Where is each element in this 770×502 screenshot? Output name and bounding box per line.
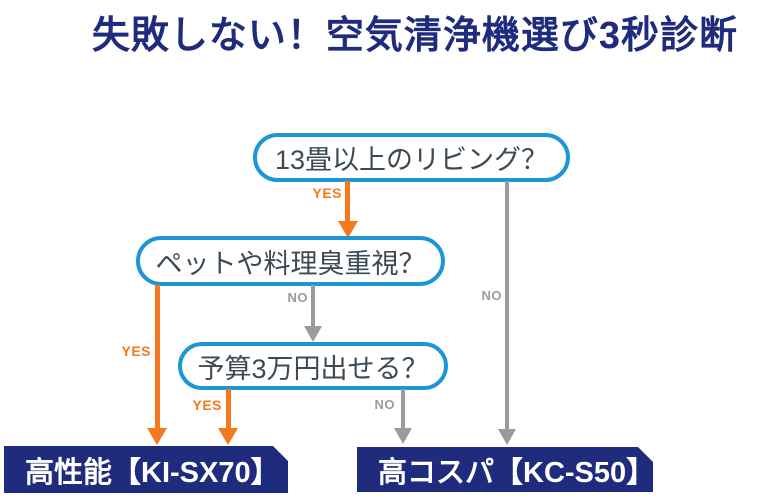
arrow-line (311, 285, 315, 327)
edge-label-no: NO (374, 397, 395, 412)
result-box-high-performance: 高性能【KI-SX70】 (4, 446, 288, 493)
page-title: 失敗しない！空気清浄機選び3秒診断 (91, 15, 739, 57)
decision-node-label: 13畳以上のリビング？ (274, 145, 549, 175)
arrow-down-icon (394, 428, 412, 444)
decision-node-living-room-size: 13畳以上のリビング？ (253, 133, 570, 182)
edge-label-no: NO (481, 288, 502, 303)
arrow-down-icon (338, 221, 358, 238)
arrow-down-icon (498, 429, 516, 445)
arrow-line (505, 181, 509, 430)
arrow-line (155, 285, 160, 429)
decision-node-pet-cooking-odor: ペットや料理臭重視？ (136, 236, 445, 286)
edge-label-no: NO (287, 290, 308, 305)
arrow-line (226, 389, 231, 429)
arrow-down-icon (218, 428, 238, 445)
result-label: 高コスパ【KC-S50】 (378, 456, 656, 489)
result-label: 高性能【KI-SX70】 (25, 456, 280, 489)
arrow-line (345, 181, 350, 223)
arrow-down-icon (147, 428, 167, 445)
decision-node-label: ペットや料理臭重視？ (155, 248, 426, 279)
decision-node-label: 予算3万円出せる？ (197, 353, 429, 384)
decision-node-budget-30000yen: 予算3万円出せる？ (178, 342, 448, 390)
edge-label-yes: YES (312, 185, 342, 201)
arrow-down-icon (304, 326, 322, 342)
edge-label-yes: YES (192, 397, 222, 413)
arrow-line (401, 389, 405, 429)
edge-label-yes: YES (121, 343, 151, 359)
result-box-cost-effective: 高コスパ【KC-S50】 (357, 447, 653, 492)
